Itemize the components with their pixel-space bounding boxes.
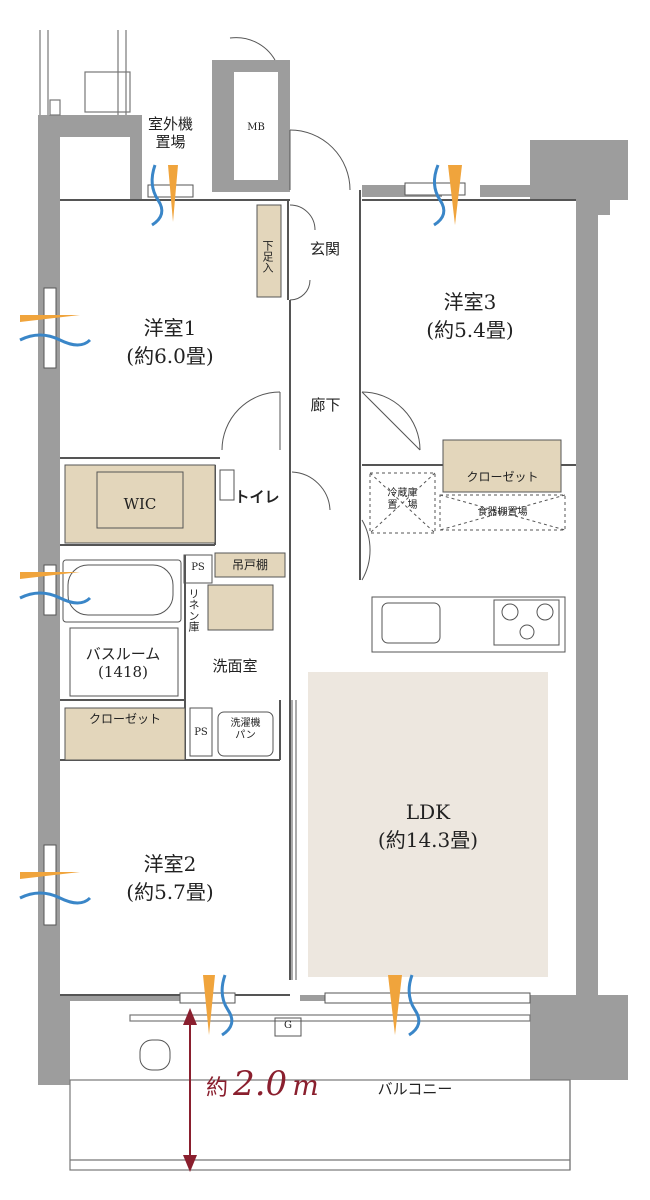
outdoor-unit-label: 室外機 置場 (147, 115, 193, 151)
hanging-shelf (214, 552, 286, 578)
western1-size: (約6.0畳) (126, 344, 214, 368)
balcony-depth-value: 2.0 (233, 1064, 288, 1104)
toilet-label: トイレ (234, 488, 280, 506)
western2-size: (約5.7畳) (126, 880, 214, 904)
stove (493, 599, 560, 646)
mb-wall-bottom (212, 180, 290, 192)
western2-name: 洋室2 (143, 852, 197, 876)
closet3-label: クローゼット (466, 470, 539, 484)
linen-area (207, 584, 274, 631)
balcony-fixture (139, 1039, 171, 1071)
mb-wall-left (212, 60, 234, 190)
mb-wall-top (212, 60, 290, 72)
ldk-floor (308, 672, 548, 977)
sink (381, 602, 441, 644)
right-wall (576, 200, 598, 1000)
top-left-wall (60, 115, 140, 137)
bottom-slab (60, 995, 190, 1001)
linen-label: リネン庫 (187, 588, 200, 632)
bathtub (67, 564, 174, 616)
washer-pan (217, 711, 274, 757)
entrance-label: 玄関 (309, 240, 340, 258)
ps-top-label: PS (191, 562, 205, 573)
ps-box-bottom (189, 707, 213, 757)
balcony-label: バルコニー (377, 1080, 453, 1098)
door-swings (221, 37, 421, 581)
dish-shelf-label: 食器棚置場 (477, 507, 528, 518)
washer-label: 洗濯機 パン (230, 718, 261, 741)
gas-label: G (284, 1020, 292, 1031)
gas-box (274, 1017, 302, 1037)
closet3-area (442, 439, 562, 493)
ldk-size: (約14.3畳) (377, 828, 479, 852)
fridge-label: 冷蔵庫 置 場 (387, 488, 418, 511)
dish-shelf-space (439, 494, 566, 531)
ps-box-top (183, 554, 213, 584)
kitchen-counter (371, 596, 566, 653)
top-railing (39, 30, 131, 116)
outdoor-unit-wall-left (130, 115, 142, 200)
western1-name: 洋室1 (143, 316, 197, 340)
right-top-pillar (530, 140, 628, 215)
fixtures (62, 469, 566, 1071)
shoe-storage (256, 204, 282, 298)
hanging-shelf-label: 吊戸棚 (231, 558, 268, 572)
left-lower-pillar (38, 1000, 70, 1085)
western3-name: 洋室3 (443, 290, 497, 314)
shoe-storage-label: 下足入 (261, 240, 274, 273)
right-lower-pillar (530, 995, 628, 1080)
mb-wall-right (278, 60, 290, 190)
closet2-label: クローゼット (88, 712, 161, 726)
western3-size: (約5.4畳) (426, 318, 514, 342)
wic-inner (96, 471, 184, 529)
ps-bottom-label: PS (194, 727, 208, 738)
washroom-label: 洗面室 (212, 657, 258, 675)
balcony-depth-prefix: 約 (206, 1076, 229, 1101)
fridge-space (369, 472, 436, 534)
closet2-area (64, 707, 186, 761)
bathroom-label: バスルーム (1418) (85, 645, 161, 681)
toilet-tank (219, 469, 235, 501)
balcony-outline (69, 1014, 571, 1171)
balcony-depth-unit: m (292, 1069, 319, 1102)
ldk-name: LDK (405, 800, 451, 824)
wic-label: WIC (123, 495, 157, 513)
balcony-depth-label: 約 2.0 m (206, 1064, 319, 1104)
storage-areas (64, 204, 562, 977)
balcony-depth-arrow (183, 1008, 197, 1172)
top-mid-wall2 (480, 185, 530, 197)
wic-area (64, 464, 216, 544)
hallway-label: 廊下 (310, 396, 341, 414)
mb-label: MB (247, 122, 265, 133)
breeze-marks (19, 164, 462, 1037)
